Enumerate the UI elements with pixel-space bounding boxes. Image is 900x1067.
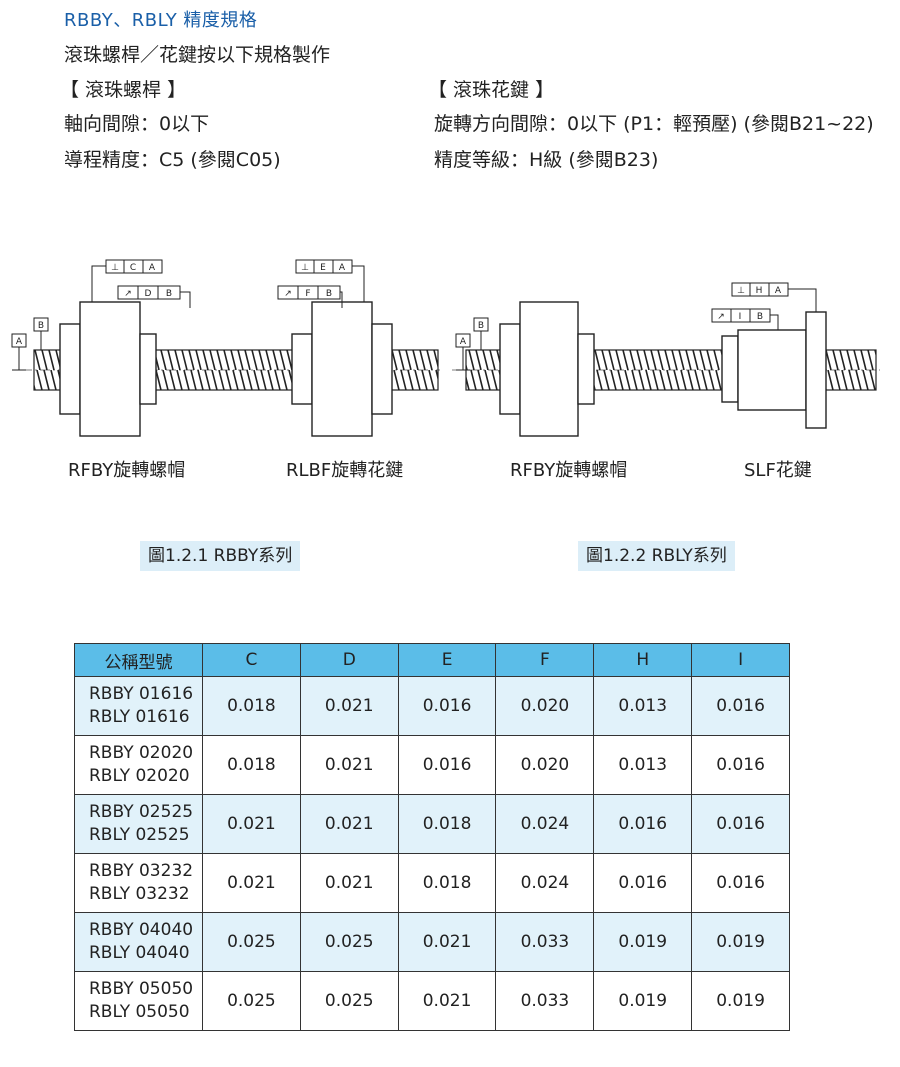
value-cell: 0.025 <box>202 912 301 972</box>
frame-symbol: ↗ <box>717 312 725 322</box>
fig1-left-label: RFBY旋轉螺帽 <box>68 460 186 481</box>
value-cell: 0.013 <box>593 676 693 736</box>
rotational-clearance-text: 旋轉方向間隙：0以下 (P1：輕預壓) (參閱B21~22) <box>434 113 874 135</box>
header-e: E <box>397 643 497 677</box>
frame-letter: I <box>739 312 742 322</box>
technical-drawing: ⊥ C A ↗ D B ⊥ E A ↗ F B A B ⊥ H A ↗ I B … <box>11 259 880 437</box>
header-model: 公稱型號 <box>74 643 203 677</box>
value-cell: 0.016 <box>691 853 790 913</box>
accuracy-grade-text: 精度等級：H級 (參閱B23) <box>434 149 659 171</box>
fig2-left-label: RFBY旋轉螺帽 <box>510 460 628 481</box>
ball-screw-heading: 【 滾珠螺桿 】 <box>60 79 187 101</box>
page-title: RBBY、RBLY 精度規格 <box>64 10 258 31</box>
value-cell: 0.018 <box>397 794 497 854</box>
value-cell: 0.019 <box>691 912 790 972</box>
fig1-caption: 圖1.2.1 RBBY系列 <box>140 541 301 571</box>
frame-symbol: ↗ <box>284 289 292 299</box>
value-cell: 0.019 <box>593 971 693 1031</box>
value-cell: 0.020 <box>495 676 595 736</box>
value-cell: 0.019 <box>691 971 790 1031</box>
frame-symbol: ⊥ <box>737 286 745 296</box>
value-cell: 0.021 <box>299 735 399 795</box>
value-cell: 0.021 <box>397 971 497 1031</box>
value-cell: 0.021 <box>299 853 399 913</box>
frame-symbol: ⊥ <box>111 263 119 273</box>
value-cell: 0.025 <box>202 971 301 1031</box>
fig2-right-label: SLF花鍵 <box>744 460 812 481</box>
frame-letter: B <box>326 289 332 299</box>
intro-text: 滾珠螺桿／花鍵按以下規格製作 <box>64 44 331 66</box>
datum-b: B <box>38 321 44 331</box>
datum-a: A <box>460 337 467 347</box>
axial-clearance-text: 軸向間隙：0以下 <box>64 113 210 135</box>
value-cell: 0.016 <box>691 676 790 736</box>
frame-letter: F <box>305 289 310 299</box>
value-cell: 0.025 <box>299 971 399 1031</box>
value-cell: 0.018 <box>202 676 301 736</box>
header-d: D <box>299 643 399 677</box>
frame-letter: C <box>130 263 136 273</box>
header-i: I <box>691 643 790 677</box>
value-cell: 0.025 <box>299 912 399 972</box>
value-cell: 0.024 <box>495 853 595 913</box>
frame-letter: A <box>149 263 156 273</box>
frame-symbol: ↗ <box>124 289 132 299</box>
fig2-caption: 圖1.2.2 RBLY系列 <box>578 541 735 571</box>
value-cell: 0.019 <box>593 912 693 972</box>
fig1-right-label: RLBF旋轉花鍵 <box>286 460 404 481</box>
value-cell: 0.021 <box>397 912 497 972</box>
frame-symbol: ⊥ <box>301 263 309 273</box>
frame-letter: H <box>756 286 763 296</box>
frame-letter: D <box>145 289 152 299</box>
fig2-drawing <box>452 282 880 437</box>
datum-b: B <box>478 321 484 331</box>
value-cell: 0.021 <box>299 676 399 736</box>
header-h: H <box>593 643 693 677</box>
datum-a: A <box>16 337 23 347</box>
value-cell: 0.016 <box>593 853 693 913</box>
frame-letter: A <box>339 263 346 273</box>
value-cell: 0.018 <box>397 853 497 913</box>
fig1-drawing <box>11 259 440 437</box>
value-cell: 0.013 <box>593 735 693 795</box>
value-cell: 0.018 <box>202 735 301 795</box>
table-header-row: 公稱型號 C D E F H I <box>74 643 790 677</box>
value-cell: 0.021 <box>299 794 399 854</box>
lead-accuracy-text: 導程精度：C5 (參閱C05) <box>64 149 281 171</box>
frame-letter: E <box>320 263 326 273</box>
value-cell: 0.021 <box>202 853 301 913</box>
value-cell: 0.016 <box>397 676 497 736</box>
value-cell: 0.024 <box>495 794 595 854</box>
value-cell: 0.016 <box>397 735 497 795</box>
header-c: C <box>202 643 301 677</box>
value-cell: 0.020 <box>495 735 595 795</box>
value-cell: 0.016 <box>691 794 790 854</box>
frame-letter: B <box>757 312 763 322</box>
value-cell: 0.033 <box>495 971 595 1031</box>
value-cell: 0.016 <box>691 735 790 795</box>
frame-letter: B <box>166 289 172 299</box>
value-cell: 0.016 <box>593 794 693 854</box>
ball-spline-heading: 【 滾珠花鍵 】 <box>428 79 555 101</box>
value-cell: 0.033 <box>495 912 595 972</box>
header-f: F <box>495 643 595 677</box>
value-cell: 0.021 <box>202 794 301 854</box>
frame-letter: A <box>775 286 782 296</box>
